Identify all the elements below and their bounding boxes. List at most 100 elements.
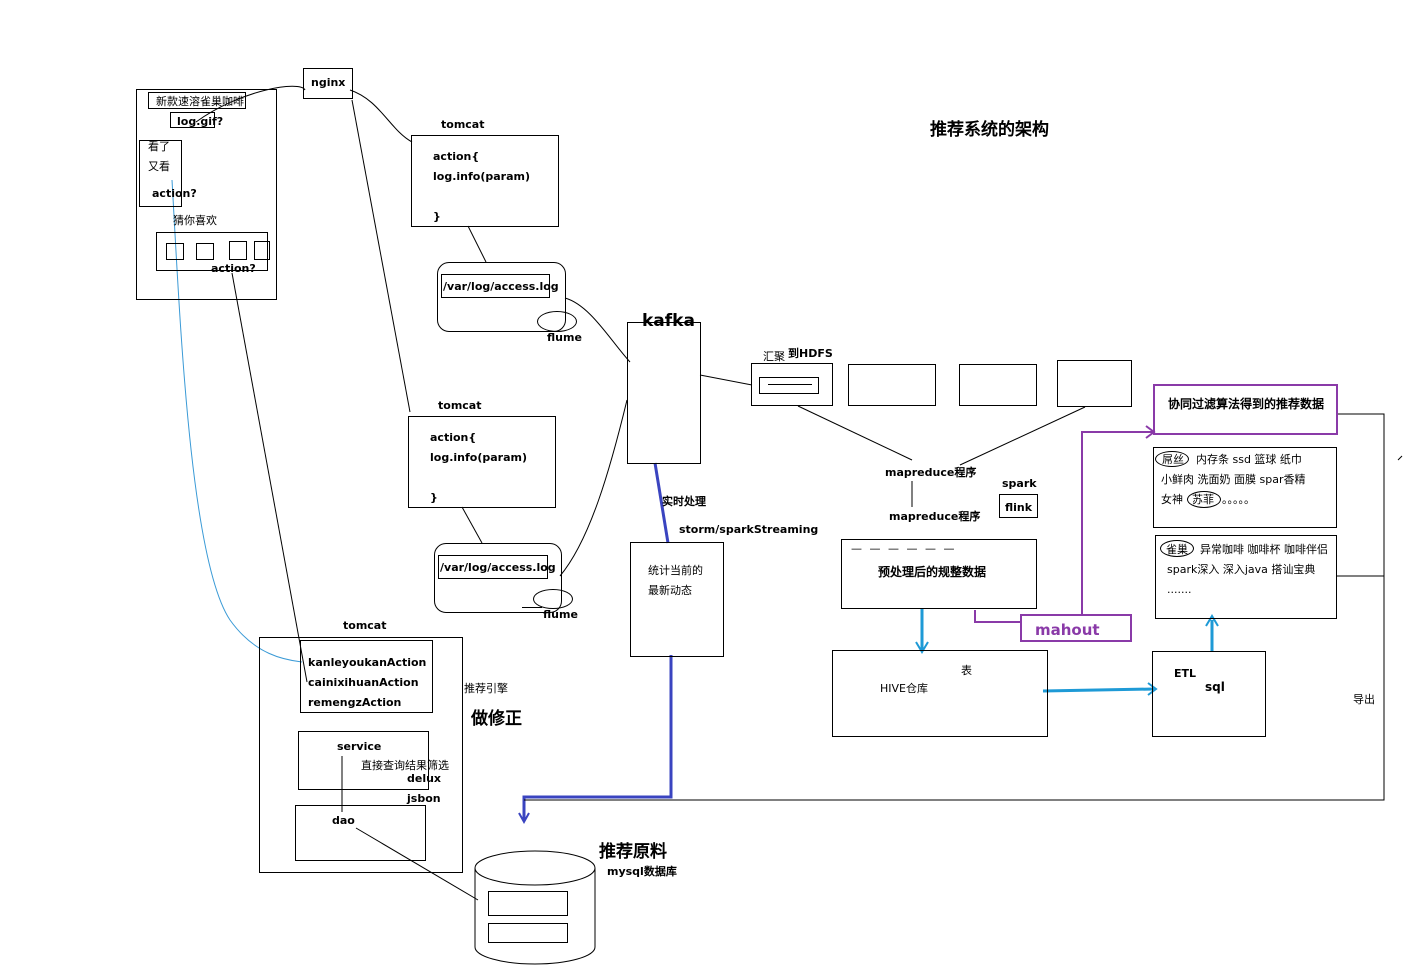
log1-container bbox=[437, 262, 566, 332]
rec-list1-row2: 小鲜肉 洗面奶 面膜 spar香精 bbox=[1161, 473, 1306, 486]
guess-action-label: action? bbox=[211, 262, 256, 275]
hdfs-block-1 bbox=[751, 363, 833, 406]
diagram-title: 推荐系统的架构 bbox=[930, 120, 1049, 140]
etl-to-list2-arrowhead bbox=[1205, 614, 1219, 627]
flume1-oval bbox=[537, 311, 577, 332]
flume1-label: flume bbox=[547, 331, 582, 344]
rec-list1-row3b: 。。。。。 bbox=[1222, 493, 1255, 506]
nginx-label: nginx bbox=[311, 76, 346, 89]
log-gif-label: log.gif? bbox=[177, 115, 224, 128]
tomcat1-label: tomcat bbox=[441, 118, 485, 131]
raw-db-label: mysql数据库 bbox=[607, 865, 677, 878]
export-loop-line bbox=[524, 413, 1385, 801]
hdfs-block-3 bbox=[959, 364, 1037, 406]
product-name-box bbox=[148, 92, 246, 109]
dao-to-mysql-line bbox=[355, 827, 479, 901]
raw-title: 推荐原料 bbox=[599, 842, 667, 862]
realtime-box-line2: 最新动态 bbox=[648, 584, 692, 597]
spark-label: spark bbox=[1002, 477, 1037, 490]
guess-list-box bbox=[156, 232, 268, 271]
service-label: service bbox=[337, 740, 382, 753]
rec-list1-circled2: 苏菲 bbox=[1192, 493, 1214, 506]
product-name-label: 新款速溶雀巢咖啡 bbox=[156, 95, 244, 108]
hive-table-label: 表 bbox=[961, 664, 972, 677]
log2-to-kafka-line bbox=[559, 399, 628, 577]
nginx-to-tomcat2-line bbox=[351, 99, 411, 413]
dao-label: dao bbox=[332, 814, 355, 827]
tick-right-edge bbox=[1397, 455, 1403, 461]
browser-page-box bbox=[136, 89, 277, 300]
tomcat2-to-log2-line bbox=[461, 506, 483, 544]
seen-to-action-curve bbox=[171, 179, 303, 663]
tomcat1-box bbox=[411, 135, 559, 227]
tomcat1-to-log1-line bbox=[467, 225, 487, 263]
kafka-to-realtime-line bbox=[653, 462, 670, 544]
action-kanleyoukan: kanleyoukanAction bbox=[308, 656, 427, 669]
etl-box bbox=[1152, 651, 1266, 737]
log1-path-box bbox=[441, 274, 550, 298]
guess-item-4 bbox=[254, 241, 270, 260]
hive-to-etl-arrowhead bbox=[1147, 682, 1158, 696]
flume2-tick bbox=[522, 607, 542, 608]
realtime-to-mysql-line bbox=[522, 655, 673, 820]
kafka-label: kafka bbox=[642, 311, 695, 331]
mysql-top-ellipse bbox=[474, 850, 596, 886]
cf-result-box bbox=[1153, 384, 1338, 435]
flume2-label: flume bbox=[543, 608, 578, 621]
cleaned-dashes: — — — — — — bbox=[851, 542, 957, 555]
log2-path-box bbox=[438, 555, 548, 579]
tomcat2-box bbox=[408, 416, 556, 508]
hive-to-etl-line bbox=[1042, 687, 1155, 693]
flink-box bbox=[999, 494, 1038, 518]
filter-label: 直接查询结果筛选 bbox=[361, 759, 449, 772]
rec-list1-row1: 内存条 ssd 篮球 纸巾 bbox=[1196, 453, 1302, 466]
cf-result-label: 协同过滤算法得到的推荐数据 bbox=[1168, 397, 1325, 411]
mysql-bottom-arc bbox=[474, 946, 596, 965]
tomcat3-label: tomcat bbox=[343, 619, 387, 632]
log-gif-box bbox=[170, 112, 215, 128]
hdfs-to-label: 到HDFS bbox=[788, 347, 833, 360]
cleaned-data-box bbox=[841, 539, 1037, 609]
actions-box bbox=[300, 640, 433, 713]
service-box bbox=[298, 731, 429, 790]
guess-item-1 bbox=[166, 243, 184, 260]
kafka-to-hdfs-line bbox=[699, 374, 753, 386]
action-cainixihuan: cainixihuanAction bbox=[308, 676, 419, 689]
cleaned-to-hive-arrowhead bbox=[915, 641, 929, 654]
rec-list2-circled: 雀巢 bbox=[1166, 543, 1188, 556]
nginx-box bbox=[303, 68, 353, 99]
guess-title-label: 猜你喜欢 bbox=[173, 214, 217, 227]
cleaned-label: 预处理后的规整数据 bbox=[878, 565, 987, 579]
guess-item-2 bbox=[196, 243, 214, 260]
rec-list1-circle2 bbox=[1187, 491, 1221, 508]
tomcat1-line1: action{ bbox=[433, 150, 480, 163]
tomcat1-line2: log.info(param) bbox=[433, 170, 530, 183]
mahout-bracket-line bbox=[974, 610, 1020, 623]
rec-list2-box bbox=[1155, 535, 1337, 619]
tomcat2-line2: log.info(param) bbox=[430, 451, 527, 464]
rec-list1-circle bbox=[1155, 451, 1189, 467]
kafka-box bbox=[627, 322, 701, 464]
seen-also-box bbox=[139, 140, 182, 207]
etl-label: ETL bbox=[1174, 667, 1197, 680]
seen-action-label: action? bbox=[152, 187, 197, 200]
log1-path-label: /var/log/access.log bbox=[443, 280, 559, 293]
tomcat2-line1: action{ bbox=[430, 431, 477, 444]
rec-list2-row1: 异常咖啡 咖啡杯 咖啡伴侣 bbox=[1200, 543, 1328, 556]
seen-line2-label: 又看 bbox=[148, 160, 170, 173]
flink-label: flink bbox=[1005, 501, 1033, 514]
rec-list2-row2: spark深入 深入java 搭讪宝典 bbox=[1167, 563, 1316, 576]
hdfs-block-1-line bbox=[768, 384, 812, 385]
rec-list1-box bbox=[1153, 447, 1337, 528]
mahout-to-cf-line bbox=[1081, 431, 1154, 614]
mahout-box bbox=[1020, 614, 1132, 642]
rec-list2-circle bbox=[1160, 540, 1194, 557]
realtime-label: 实时处理 bbox=[662, 495, 706, 508]
realtime-box-line1: 统计当前的 bbox=[648, 564, 703, 577]
guess-to-action-line bbox=[231, 272, 308, 683]
hdfs-block-1-inner bbox=[759, 377, 819, 394]
etl-sql-label: sql bbox=[1205, 680, 1225, 694]
tomcat2-line3: } bbox=[430, 491, 438, 504]
log2-path-label: /var/log/access.log bbox=[440, 561, 556, 574]
mysql-table-2 bbox=[488, 923, 568, 943]
